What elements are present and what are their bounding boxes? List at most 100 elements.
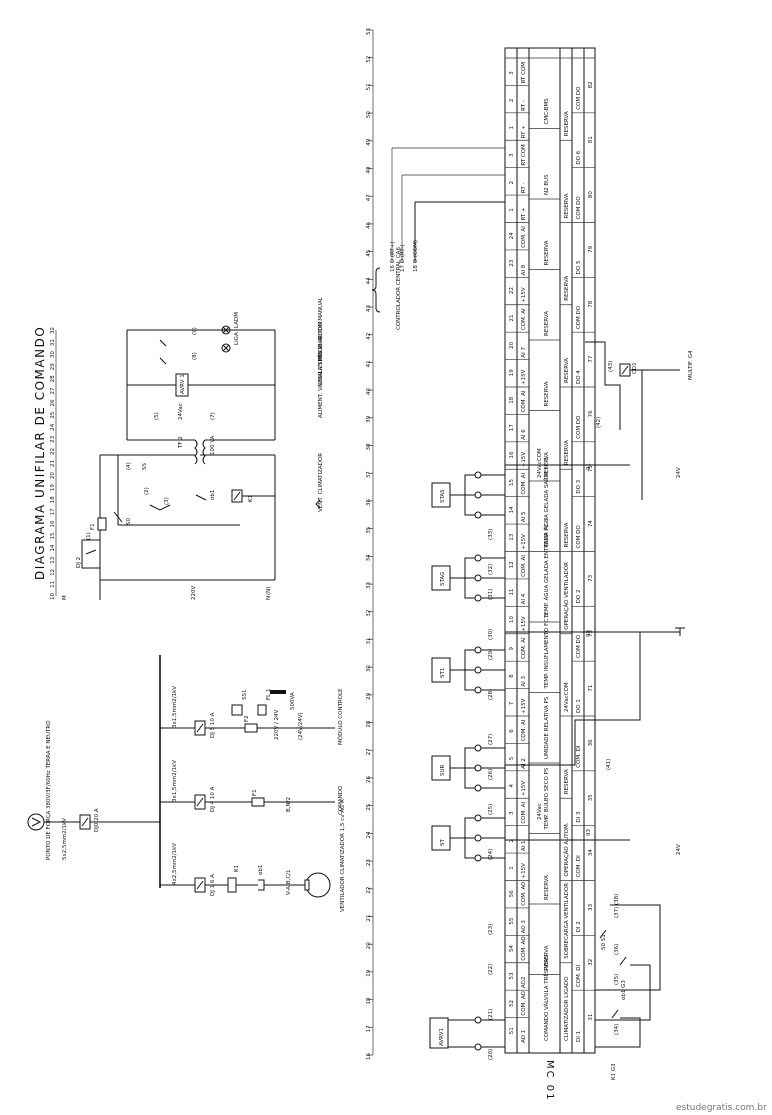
surge-label: SS1 [242, 690, 248, 700]
ruler-right-number: 17 [366, 1025, 372, 1032]
strip-terminal-number: 1 [509, 126, 515, 130]
ref-92: 92 [586, 630, 592, 637]
strip-terminal-code: COM. AI [521, 637, 527, 659]
cmd-label-1: ALIMENT. VÁLVULA TRÊS VIAS [316, 336, 324, 418]
strip-wire-number: (38) [614, 894, 620, 905]
strip-terminal-number: 7 [509, 701, 515, 705]
ruler-right-number: 21 [366, 914, 372, 921]
ref-n: N [266, 596, 272, 600]
line-filter [257, 704, 267, 716]
strip-terminal-code: +15V [521, 452, 527, 468]
ruler-right-number: 47 [366, 194, 372, 201]
strip-din-number: 33 [588, 903, 594, 910]
strip-terminal-code: AI 6 [521, 429, 527, 440]
strip-terminal-number: 12 [509, 561, 515, 568]
ruler-right-number: 42 [366, 333, 372, 340]
strip-din-code: COM DO [576, 86, 582, 110]
strip-wire-number: (31) [488, 589, 494, 600]
wire-7: (7) [210, 412, 216, 420]
transformer-secondary [202, 439, 206, 465]
sensor-terminal [474, 594, 482, 602]
strip-terminal-number: 11 [509, 589, 515, 596]
strip-group-label: CMC-BMS [544, 98, 550, 125]
strip-terminal-number: 53 [509, 972, 515, 979]
strip-din-number: 71 [588, 685, 594, 692]
strip-terminal-number: 2 [509, 181, 515, 185]
strip-terminal-code: RT + [521, 207, 527, 221]
strip-din-number: 78 [588, 300, 594, 307]
contactor-k1 [227, 877, 237, 893]
branch2-cable: 3x1,5mm2/1kV [172, 760, 178, 802]
s0-field: S0 S1 [601, 934, 607, 950]
strip-terminal-number: 54 [509, 945, 515, 952]
sensor-terminal [474, 744, 482, 752]
diagram-title: DIAGRAMA UNIFILAR DE COMANDO [33, 326, 47, 580]
ruler-left-number: 11 [50, 581, 56, 588]
overload-relay [258, 879, 265, 891]
strip-group-label: RESERVA [544, 381, 550, 406]
sensor-label: ST1 [440, 668, 446, 678]
ruler-left-number: 26 [50, 399, 56, 406]
strip-wire-number: (35) [614, 974, 620, 985]
strip-din-number: 80 [588, 191, 594, 198]
strip-terminal-code: AI 7 [521, 346, 527, 357]
strip-wire-number: (21) [488, 1009, 494, 1020]
strip-din-group: RESERVA [564, 193, 570, 218]
strip-din-code: DI 3 [576, 811, 582, 823]
ruler-right-number: 45 [366, 249, 372, 256]
ruler-right-number: 16 [366, 1053, 372, 1060]
motor-symbol [305, 872, 331, 898]
strip-terminal-code: AI 2 [521, 758, 527, 769]
sensor-label: ST [440, 839, 446, 846]
strip-din-code: COM DO [576, 525, 582, 549]
strip-terminal-code: +15V [521, 698, 527, 714]
dj2-breaker [81, 539, 101, 569]
wire-3: (3) [164, 497, 170, 505]
wire-41: (41) [606, 759, 612, 770]
ruler-left-number: 14 [50, 544, 56, 551]
sensor-terminal [474, 834, 482, 842]
controller-term-1: 16 O (RT+) [390, 241, 396, 272]
ref-m: M [62, 595, 68, 600]
strip-wire-number: (28) [488, 689, 494, 700]
strip-wire-number: (30) [488, 629, 494, 640]
wire-9: (9) [192, 327, 198, 335]
strip-din-group: RESERVA [564, 358, 570, 383]
ruler-left-number: 10 [50, 593, 56, 600]
ruler-right-number: 22 [366, 887, 372, 894]
strip-group-label: TEMP. ÁGUA GELADA SAÍDA FC 3 [543, 457, 550, 549]
strip-din-group: OPERAÇÃO VENTILADOR [563, 562, 570, 630]
ruler-left-number: 21 [50, 460, 56, 467]
strip-terminal-code: RT + [521, 125, 527, 139]
strip-terminal-code: COM. AI [521, 226, 527, 248]
ruler-right-number: 29 [366, 692, 372, 699]
sensor-terminal [474, 511, 482, 519]
sensor-terminal [474, 554, 482, 562]
sensor-label: SUR [440, 764, 446, 776]
strip-terminal-code: RT COM [521, 62, 527, 84]
strip-wire-number: (22) [488, 964, 494, 975]
strip-terminal-code: COM. AI [521, 390, 527, 412]
strip-terminal-number: 1 [509, 866, 515, 870]
strip-terminal-code: COM. AO [521, 936, 527, 961]
strip-terminal-code: +15V [521, 287, 527, 303]
branch3-breaker-label: DJ 5 10 A [210, 712, 216, 738]
strip-terminal-number: 17 [509, 424, 515, 431]
strip-din-number: 36 [588, 739, 594, 746]
wire-42: (42) [596, 417, 602, 428]
ruler-right-number: 51 [366, 83, 372, 90]
f1-label: F1 [90, 523, 96, 530]
strip-terminal-code: AI 8 [521, 264, 527, 275]
ruler-left-number: 13 [50, 556, 56, 563]
dj2-label: DJ 2 [76, 557, 82, 568]
strip-terminal-number: 9 [509, 646, 515, 650]
strip-din-number: 77 [588, 355, 594, 362]
strip-din-code: DI 1 [576, 1031, 582, 1042]
sensor-terminal [474, 646, 482, 654]
strip-terminal-number: 22 [509, 287, 515, 294]
main-breaker-label: DJ0 20 A [94, 808, 100, 832]
supply-symbol [27, 813, 45, 831]
strip-group-label: RESERVA [544, 452, 550, 477]
ruler-right-number: 50 [366, 111, 372, 118]
f1-fuse [97, 517, 107, 531]
